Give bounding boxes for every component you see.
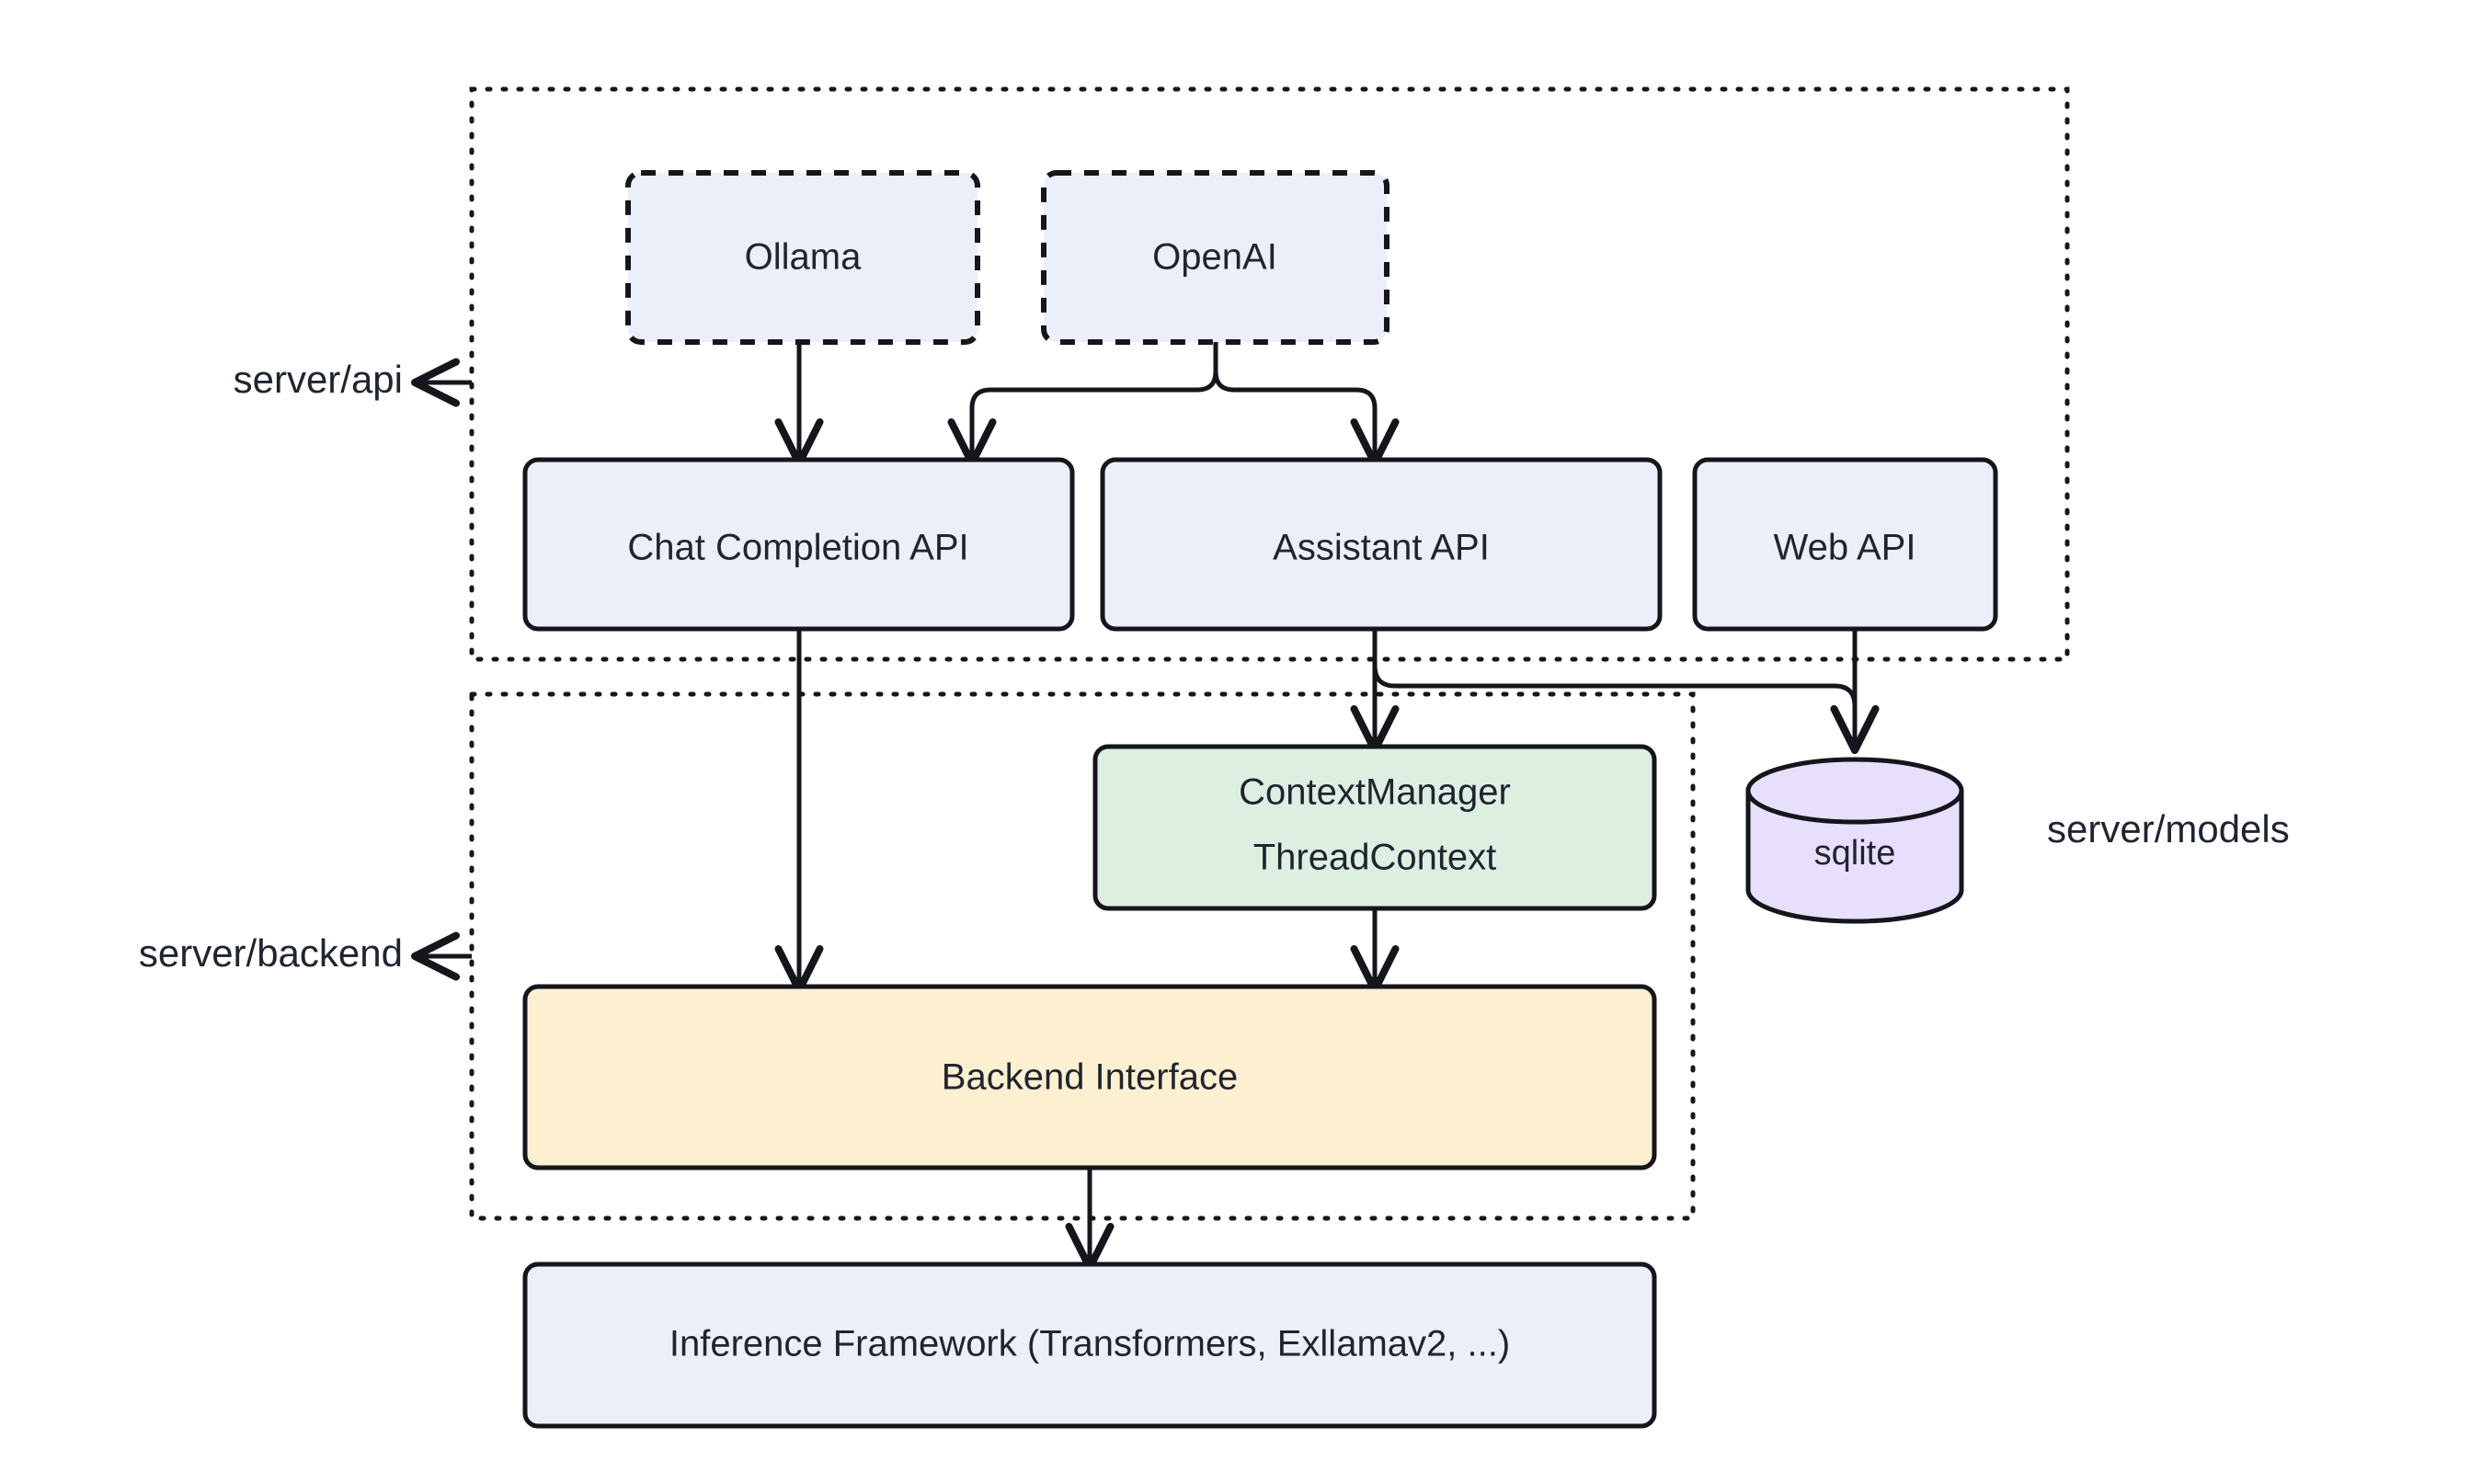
node-backend-interface-label: Backend Interface bbox=[942, 1057, 1238, 1098]
node-ollama-shape[interactable] bbox=[625, 170, 980, 345]
edge-openai-to-assistant bbox=[1213, 342, 1400, 468]
node-chat-completion-api-shape[interactable] bbox=[522, 457, 1075, 632]
node-inference-framework-shape[interactable] bbox=[522, 1261, 1657, 1429]
node-web-api-shape[interactable] bbox=[1692, 457, 1998, 632]
node-sqlite-label: sqlite bbox=[1814, 834, 1896, 873]
node-assistant-api[interactable]: Assistant API bbox=[1100, 457, 1663, 632]
group-container-server-api bbox=[469, 86, 2070, 662]
group-label-server-api: server/api bbox=[234, 358, 472, 407]
node-web-api-label: Web API bbox=[1774, 528, 1916, 568]
node-context-manager[interactable]: ContextManager ThreadContext bbox=[1092, 744, 1657, 911]
node-backend-interface-shape[interactable] bbox=[522, 984, 1657, 1170]
node-ollama-label: Ollama bbox=[745, 237, 862, 278]
edge-assistant-to-sqlite bbox=[1372, 629, 1880, 755]
group-container-server-backend bbox=[469, 691, 1696, 1221]
group-label-server-backend-text: server/backend bbox=[139, 931, 403, 975]
node-backend-interface[interactable]: Backend Interface bbox=[522, 984, 1657, 1170]
node-assistant-api-shape[interactable] bbox=[1100, 457, 1663, 632]
edge-openai-to-chat bbox=[947, 342, 1218, 468]
node-inference-framework[interactable]: Inference Framework (Transformers, Exlla… bbox=[522, 1261, 1657, 1429]
node-chat-completion-api-label: Chat Completion API bbox=[627, 528, 968, 568]
node-sqlite-top bbox=[1745, 757, 1964, 825]
node-chat-completion-api[interactable]: Chat Completion API bbox=[522, 457, 1075, 632]
node-assistant-api-label: Assistant API bbox=[1273, 528, 1490, 568]
node-ollama[interactable]: Ollama bbox=[625, 170, 980, 345]
node-context-manager-label-line1: ContextManager bbox=[1239, 772, 1511, 813]
node-web-api[interactable]: Web API bbox=[1692, 457, 1998, 632]
node-sqlite[interactable]: sqlite bbox=[1745, 757, 1964, 924]
group-label-server-models: server/models bbox=[2047, 807, 2290, 850]
node-inference-framework-label: Inference Framework (Transformers, Exlla… bbox=[669, 1324, 1510, 1364]
group-label-server-api-text: server/api bbox=[234, 358, 403, 401]
node-openai[interactable]: OpenAI bbox=[1041, 170, 1389, 345]
group-label-server-backend: server/backend bbox=[139, 931, 472, 981]
node-openai-shape[interactable] bbox=[1041, 170, 1389, 345]
node-openai-label: OpenAI bbox=[1152, 237, 1277, 278]
node-context-manager-shape[interactable] bbox=[1092, 744, 1657, 911]
node-context-manager-label-line2: ThreadContext bbox=[1253, 838, 1497, 878]
node-sqlite-body[interactable] bbox=[1745, 788, 1964, 924]
